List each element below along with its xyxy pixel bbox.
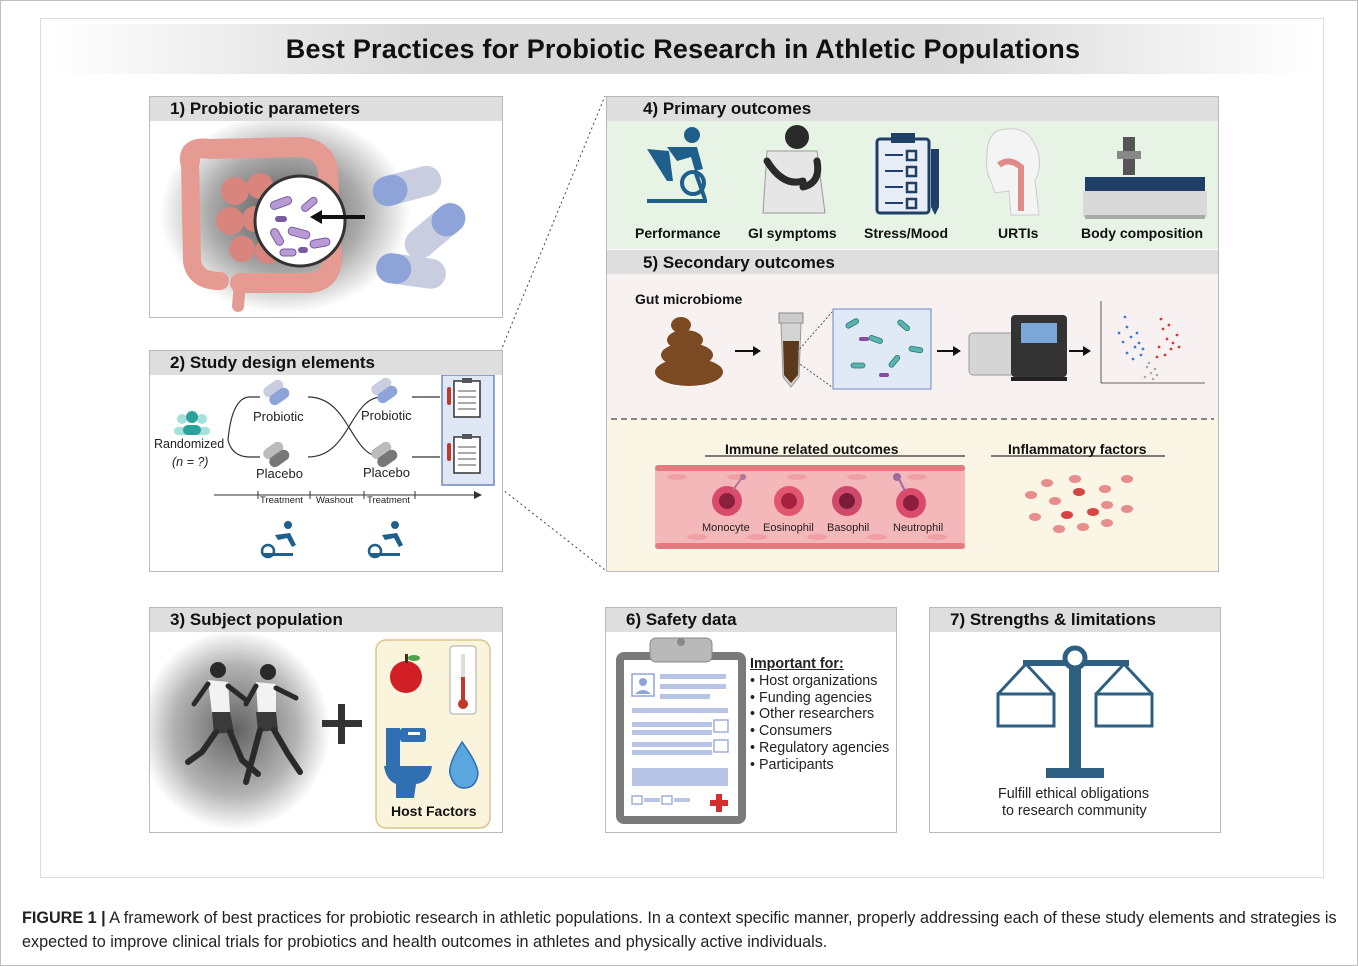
safety-item: • Funding agencies (750, 689, 872, 706)
probiotic-label: Probiotic (253, 409, 304, 424)
inflammatory-factors-label: Inflammatory factors (1008, 441, 1147, 457)
neutrophil-icon (893, 473, 926, 518)
runner-icon (243, 664, 303, 785)
placebo-label: Placebo (256, 466, 303, 481)
panel-outcomes: 4) Primary outcomes (606, 96, 1219, 572)
monocyte-icon (712, 474, 746, 516)
safety-item: • Other researchers (750, 706, 875, 723)
water-drop-icon (449, 740, 479, 789)
cyclist-icon (260, 521, 296, 559)
cyclist-icon (367, 521, 403, 559)
panel-study-design: 2) Study design elements (149, 350, 503, 572)
immune-outcomes-label: Immune related outcomes (725, 441, 899, 457)
timeline-label: Treatment (367, 495, 410, 506)
ethics-line-2: to research community (1002, 803, 1147, 819)
scale-icon (996, 645, 1154, 778)
gi-symptoms-icon (762, 125, 826, 214)
outcome-label: GI symptoms (748, 225, 837, 241)
stool-icon (655, 317, 723, 386)
panel-probiotic-parameters: 1) Probiotic parameters (149, 96, 503, 318)
timeline-label: Treatment (260, 495, 303, 506)
thermometer-icon (449, 645, 477, 715)
panel-header: 2) Study design elements (150, 351, 502, 375)
panel-header: 5) Secondary outcomes (643, 253, 835, 272)
gut-probiotic-illustration (160, 121, 466, 313)
safety-item: • Regulatory agencies (750, 739, 890, 756)
probiotic-label: Probiotic (361, 408, 412, 423)
group-icon (174, 411, 210, 435)
volcano-plot-icon (1100, 301, 1205, 384)
panel-header: 6) Safety data (606, 608, 896, 632)
population-illustration (150, 632, 491, 830)
caption-text: A framework of best practices for probio… (22, 909, 1337, 951)
urti-icon (986, 128, 1040, 216)
safety-item: • Consumers (750, 723, 833, 740)
randomized-label: Randomized (154, 437, 225, 451)
cell-label: Neutrophil (893, 522, 944, 534)
panel-subject-population: 3) Subject population (149, 607, 503, 833)
caption-label: FIGURE 1 | (22, 909, 106, 927)
host-factors-label: Host Factors (391, 803, 477, 819)
outcome-label: Stress/Mood (864, 225, 949, 241)
panel-safety-data: 6) Safety data Important for: • Host org… (605, 607, 897, 833)
sample-tube-icon (778, 312, 804, 388)
eosinophil-icon (774, 486, 804, 516)
clipboard-illustration (616, 637, 746, 824)
panel-header: 4) Primary outcomes (607, 97, 1218, 121)
placebo-label: Placebo (363, 465, 410, 480)
cell-label: Monocyte (702, 522, 750, 534)
cell-label: Basophil (827, 522, 870, 534)
timeline-label: Washout (316, 495, 354, 506)
clipboard-icon (447, 434, 481, 474)
panel-strengths-limitations: 7) Strengths & limitations Fulfill ethic… (929, 607, 1221, 833)
crossover-diagram (174, 375, 495, 559)
outcome-label: URTIs (998, 225, 1039, 241)
n-label: (n = ?) (172, 455, 209, 469)
sequencer-icon (968, 315, 1067, 381)
panel-header: 1) Probiotic parameters (150, 97, 502, 121)
outcome-label: Performance (635, 225, 721, 241)
clipboard-icon (447, 378, 481, 418)
apple-icon (390, 654, 422, 693)
safety-item: • Participants (750, 756, 834, 773)
primary-outcomes-icons (647, 125, 1207, 219)
cell-label: Eosinophil (763, 522, 814, 534)
secondary-header-bg (607, 250, 1218, 274)
runner-icon (185, 662, 261, 777)
inflammatory-dots (1025, 475, 1133, 533)
performance-icon (647, 127, 707, 203)
outcome-label: Body composition (1081, 225, 1204, 241)
blood-vessel (655, 465, 965, 549)
figure-title: Best Practices for Probiotic Research in… (285, 33, 1081, 64)
gut-microbiome-label: Gut microbiome (635, 291, 743, 307)
toilet-icon (384, 728, 432, 798)
ethics-line-1: Fulfill ethical obligations (998, 786, 1149, 802)
safety-item: • Host organizations (750, 672, 878, 689)
title-bar: Best Practices for Probiotic Research in… (52, 24, 1314, 74)
basophil-icon (832, 486, 862, 516)
panel-header: 7) Strengths & limitations (930, 608, 1220, 632)
secondary-outcomes-graphics (611, 301, 1214, 549)
stress-mood-icon (875, 133, 939, 215)
body-composition-icon (1083, 137, 1207, 219)
safety-list: Important for: • Host organizations • Fu… (750, 656, 889, 774)
important-for-label: Important for: (750, 656, 844, 672)
figure-caption: FIGURE 1 | A framework of best practices… (22, 906, 1338, 954)
panel-header: 3) Subject population (150, 608, 502, 632)
